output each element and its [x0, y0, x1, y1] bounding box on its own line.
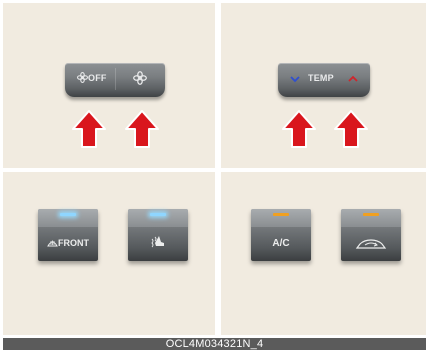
seat-heat-icon [150, 234, 166, 250]
indicator-light [363, 213, 379, 216]
indicator-band [251, 209, 311, 227]
indicator-light [150, 213, 166, 216]
indicator-band [38, 209, 98, 227]
recirculation-button[interactable] [341, 205, 401, 261]
temp-rocker-switch[interactable]: TEMP [278, 63, 370, 97]
temp-label: TEMP [308, 73, 334, 83]
panel-ac-control: A/C [221, 172, 426, 335]
ac-label: A/C [251, 238, 311, 249]
press-arrow-icon [281, 109, 317, 149]
panel-defrost-control: FRONT [3, 172, 215, 335]
figure-caption: OCL4M034321N_4 [3, 338, 426, 350]
recirculation-icon [355, 238, 387, 250]
indicator-light [60, 213, 76, 216]
fan-icon [133, 71, 147, 85]
indicator-light [273, 213, 289, 216]
panel-fan-control: OFF [3, 3, 215, 168]
figure-caption-bar: OCL4M034321N_4 [3, 338, 426, 350]
press-arrow-icon [333, 109, 369, 149]
fan-rocker-switch[interactable]: OFF [65, 63, 165, 97]
front-defrost-button[interactable]: FRONT [38, 205, 98, 261]
front-defrost-icon [47, 238, 58, 247]
front-label: FRONT [58, 238, 89, 248]
fan-icon [77, 72, 88, 83]
front-defrost-caption: FRONT [38, 238, 98, 248]
rocker-divider [115, 68, 116, 90]
press-arrow-icon [71, 109, 107, 149]
chevron-down-icon [290, 76, 300, 83]
indicator-band [128, 209, 188, 227]
chevron-up-icon [348, 75, 358, 82]
seat-heat-button[interactable] [128, 205, 188, 261]
press-arrow-icon [124, 109, 160, 149]
indicator-band [341, 209, 401, 227]
panel-temp-control: TEMP [221, 3, 426, 168]
fan-speed-label-group [133, 71, 147, 87]
fan-off-label: OFF [88, 73, 107, 83]
fan-off-label-group: OFF [77, 72, 107, 83]
ac-button[interactable]: A/C [251, 205, 311, 261]
